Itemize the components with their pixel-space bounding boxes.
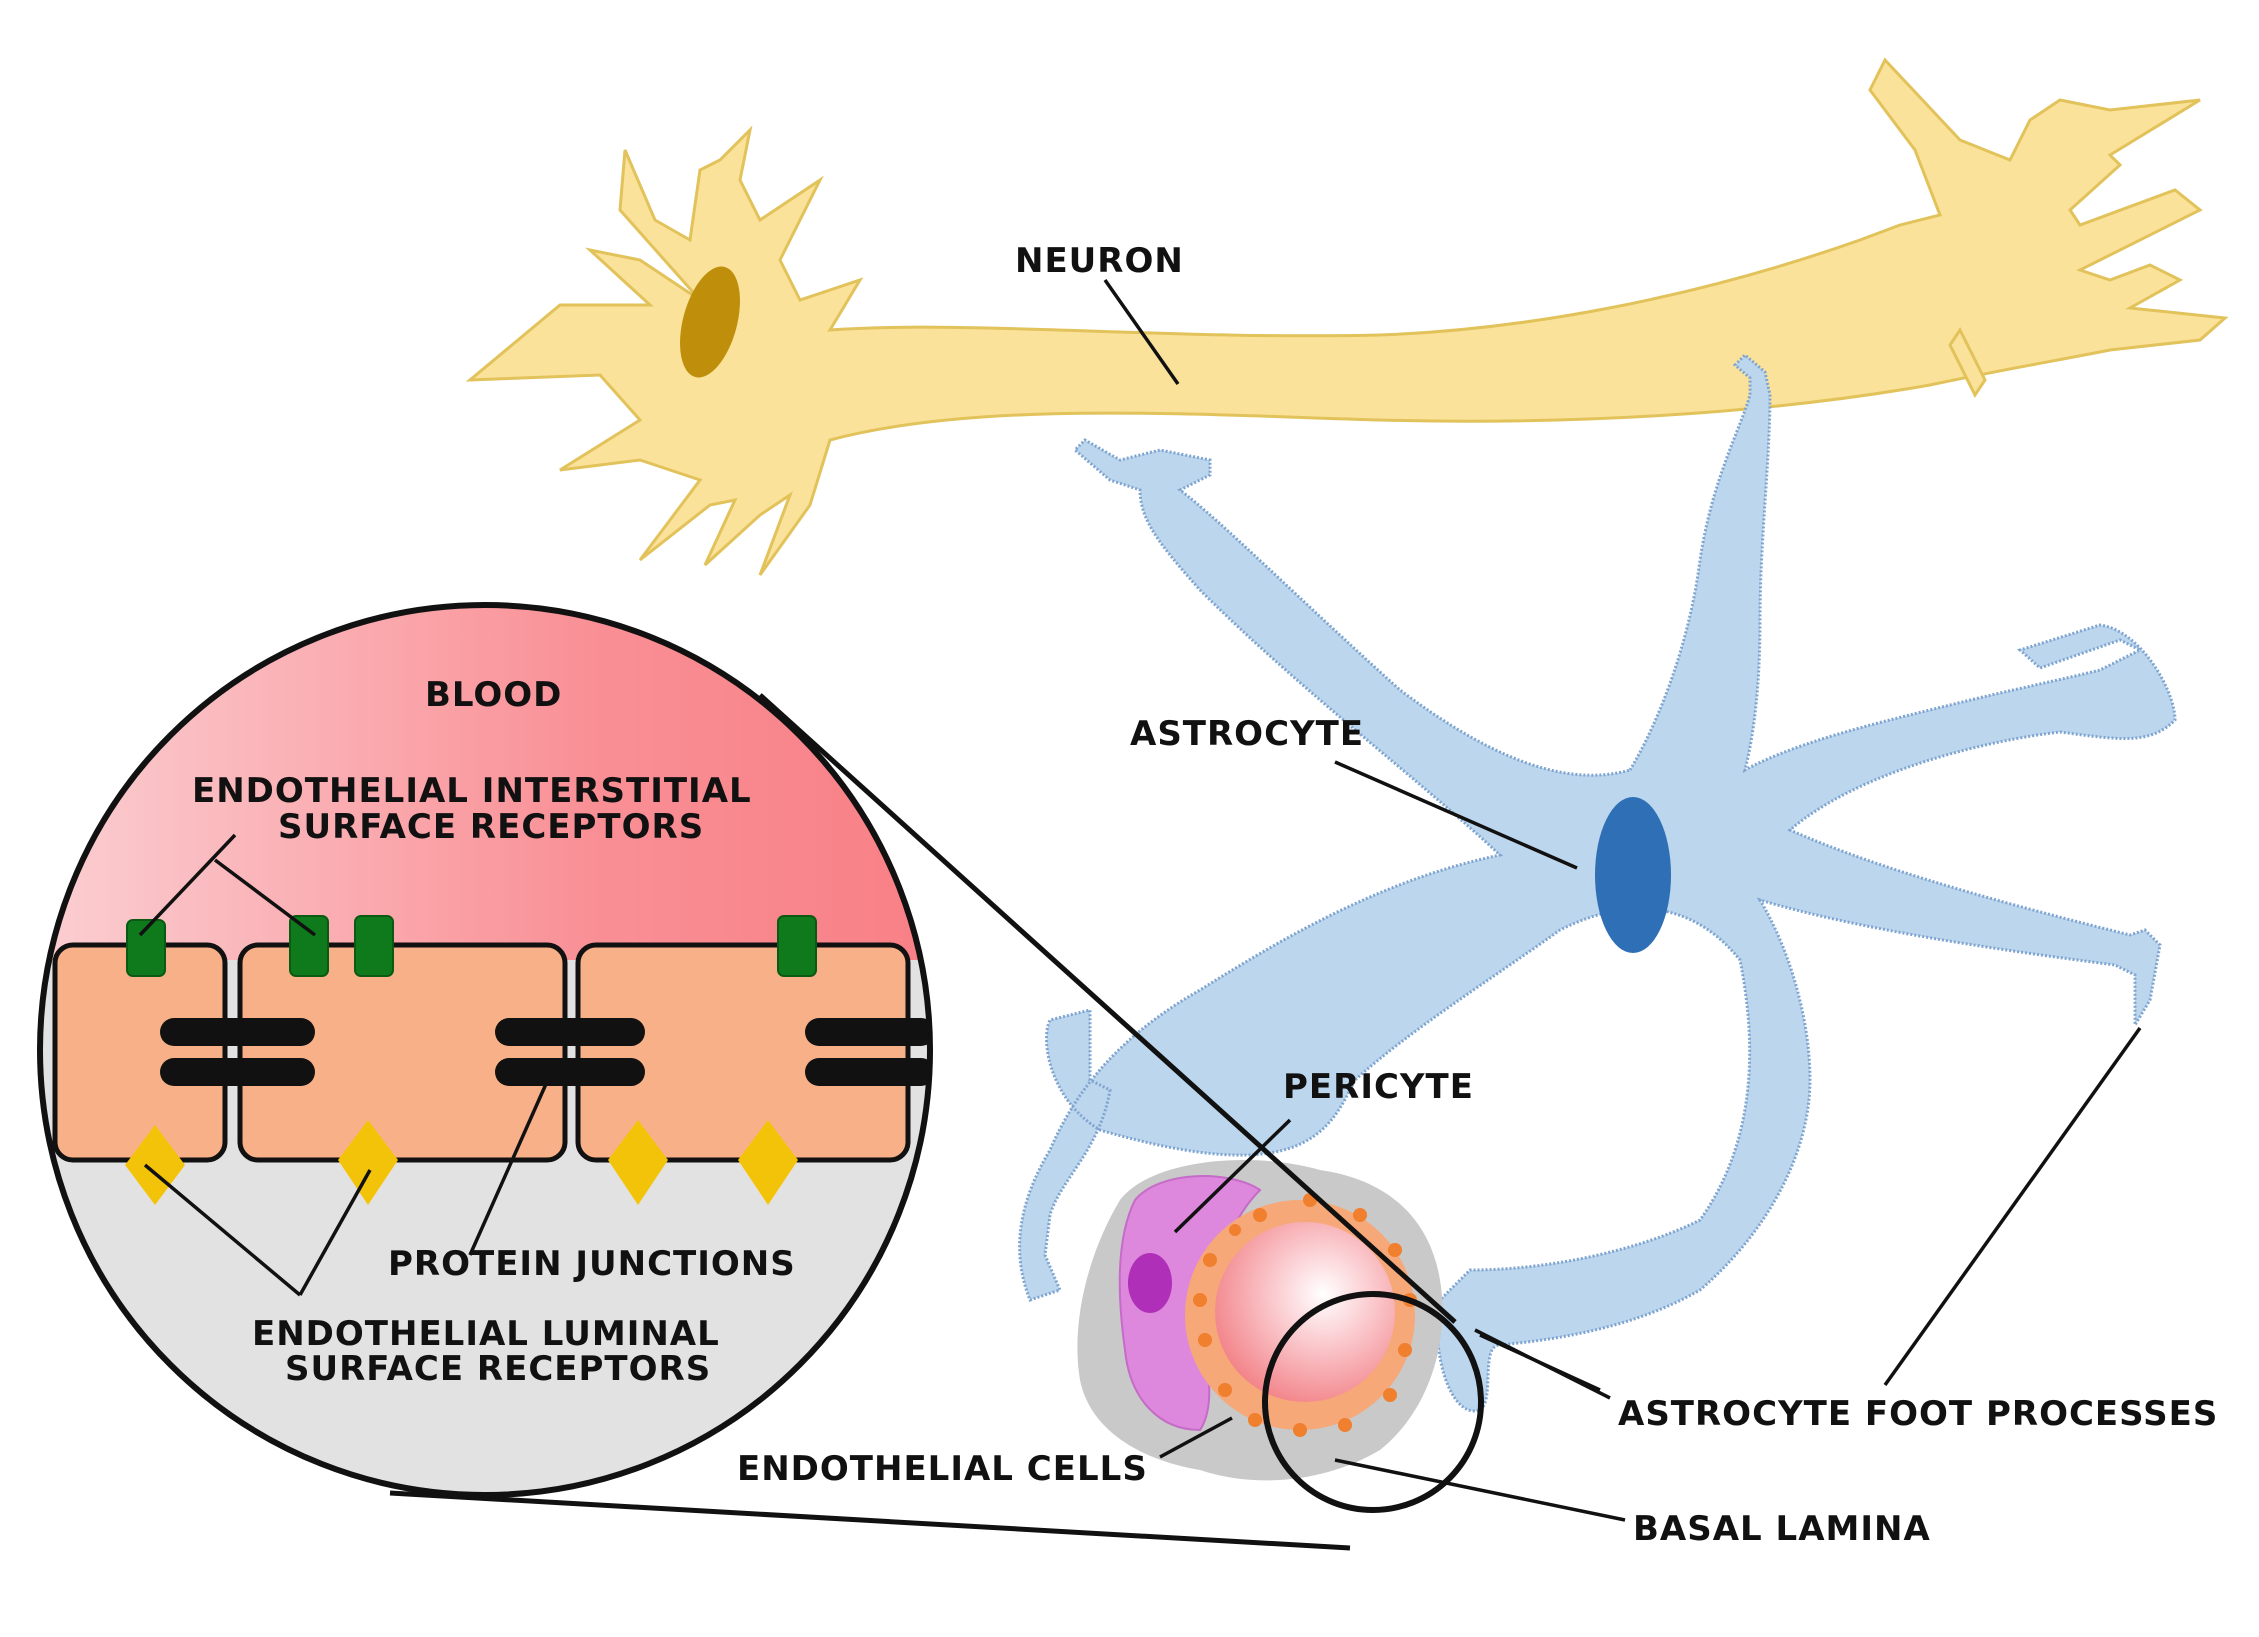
label-blood: BLOOD [425,675,562,715]
interstitial-receptors [126,915,817,977]
label-pericyte: PERICYTE [1283,1067,1474,1107]
label-astrocyte: ASTROCYTE [1130,714,1364,754]
neuron-body [465,57,2229,576]
magnified-leader-lines [138,833,552,1297]
endothelial-cell-3 [575,942,911,1163]
labels: NEURON ASTROCYTE PERICYTE ASTROCYTE FOOT… [192,241,2218,1549]
magnified-circle-outline [37,602,933,1498]
magnifier-small-circle [1262,1291,1484,1513]
neuron [465,57,2229,576]
label-neuron: NEURON [1015,241,1184,281]
label-basal-lamina: BASAL LAMINA [1633,1509,1931,1549]
label-astrocyte-foot-processes: ASTROCYTE FOOT PROCESSES [1618,1394,2218,1434]
leader-lines [1103,278,2142,1522]
neuron-dendrite-branch [1948,327,1987,398]
luminal-receptors [125,1120,798,1205]
label-interstitial-line1: ENDOTHELIAL INTERSTITIAL [192,771,752,811]
astrocyte [1018,352,2177,1413]
magnified-view [37,602,933,1498]
label-protein-junctions: PROTEIN JUNCTIONS [388,1244,796,1284]
zoom-lines [389,693,1457,1551]
astrocyte-nucleus [1595,797,1671,953]
endothelial-dots [1193,1193,1417,1437]
label-interstitial-line2: SURFACE RECEPTORS [278,807,704,847]
blood-vessel [1077,1160,1484,1513]
label-luminal-line1: ENDOTHELIAL LUMINAL [252,1314,720,1354]
endothelial-cell-2 [237,942,568,1163]
label-luminal-line2: SURFACE RECEPTORS [285,1349,711,1389]
pericyte-nucleus [1128,1253,1172,1313]
neuron-nucleus [680,266,740,378]
vessel-lumen [1215,1222,1395,1402]
endothelial-cell-1 [52,942,228,1163]
label-endothelial-cells: ENDOTHELIAL CELLS [737,1449,1148,1489]
protein-junctions [160,1018,930,1086]
